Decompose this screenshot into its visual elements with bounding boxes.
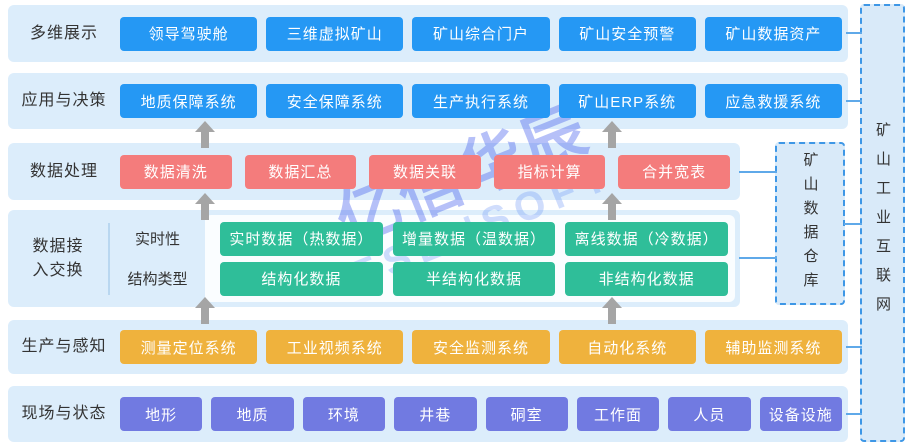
structure-group: 结构类型 结构化数据半结构化数据非结构化数据 bbox=[110, 261, 740, 296]
row-application-decision: 应用与决策 地质保障系统安全保障系统生产执行系统矿山ERP系统应急救援系统 bbox=[8, 73, 848, 129]
row-data-access-exchange: 数据接 入交换 实时性 实时数据（热数据） 增量数据（温数据） 离线数据（冷数据） … bbox=[8, 210, 740, 307]
system-button[interactable]: 合并宽表 bbox=[618, 154, 730, 189]
up-arrow-icon bbox=[602, 121, 622, 149]
group-label: 实时性 bbox=[134, 231, 180, 248]
system-button[interactable]: 矿山数据资产 bbox=[704, 16, 843, 51]
access-groups: 实时性 实时数据（热数据） 增量数据（温数据） 离线数据（冷数据） 结构类型 结构化… bbox=[110, 210, 740, 307]
row-data-processing: 数据处理 数据清洗数据汇总数据关联指标计算合并宽表 bbox=[8, 143, 740, 200]
realtime-group: 实时性 实时数据（热数据） 增量数据（温数据） 离线数据（冷数据） bbox=[110, 221, 740, 256]
system-button[interactable]: 三维虚拟矿山 bbox=[266, 16, 404, 51]
row-production-sensing: 生产与感知 测量定位系统工业视频系统安全监测系统自动化系统辅助监测系统 bbox=[8, 320, 848, 374]
up-arrow-icon bbox=[602, 297, 622, 325]
button-group: 测量定位系统工业视频系统安全监测系统自动化系统辅助监测系统 bbox=[120, 330, 843, 364]
system-button[interactable]: 增量数据（温数据） bbox=[392, 221, 556, 256]
system-button[interactable]: 数据汇总 bbox=[244, 154, 357, 189]
group-label: 结构类型 bbox=[127, 271, 188, 288]
up-arrow-icon bbox=[195, 121, 215, 149]
system-button[interactable]: 工作面 bbox=[576, 397, 660, 431]
connector-line bbox=[739, 257, 777, 259]
system-button[interactable]: 离线数据（冷数据） bbox=[565, 221, 729, 256]
row-label: 数据处理 bbox=[29, 162, 98, 180]
system-button[interactable]: 数据清洗 bbox=[120, 154, 232, 189]
mine-industrial-internet-box: 矿山工业互联网 bbox=[860, 4, 905, 442]
system-button[interactable]: 自动化系统 bbox=[558, 330, 696, 364]
connector-line bbox=[846, 32, 862, 34]
row-label-line: 入交换 bbox=[32, 261, 84, 279]
button-group: 实时数据（热数据） 增量数据（温数据） 离线数据（冷数据） bbox=[220, 221, 729, 256]
system-button[interactable]: 测量定位系统 bbox=[120, 330, 258, 364]
system-button[interactable]: 应急救援系统 bbox=[704, 84, 843, 118]
system-button[interactable]: 环境 bbox=[302, 397, 386, 431]
system-button[interactable]: 设备设施 bbox=[759, 397, 842, 431]
system-button[interactable]: 人员 bbox=[668, 397, 751, 431]
row-label: 多维展示 bbox=[29, 24, 98, 42]
row-label: 生产与感知 bbox=[21, 338, 107, 356]
connector-line bbox=[846, 346, 862, 348]
button-group: 地形地质环境井巷硐室工作面人员设备设施 bbox=[120, 397, 842, 431]
system-button[interactable]: 地形 bbox=[120, 397, 203, 431]
button-group: 领导驾驶舱三维虚拟矿山矿山综合门户矿山安全预警矿山数据资产 bbox=[120, 16, 843, 51]
up-arrow-icon bbox=[602, 193, 622, 221]
system-button[interactable]: 辅助监测系统 bbox=[704, 330, 843, 364]
system-button[interactable]: 工业视频系统 bbox=[266, 330, 404, 364]
system-button[interactable]: 矿山综合门户 bbox=[412, 16, 550, 51]
vertical-divider bbox=[108, 222, 110, 295]
system-button[interactable]: 矿山安全预警 bbox=[558, 16, 696, 51]
connector-line bbox=[846, 413, 862, 415]
row-label-line: 数据接 bbox=[32, 238, 84, 256]
system-button[interactable]: 井巷 bbox=[394, 397, 477, 431]
connector-line bbox=[846, 100, 862, 102]
system-button[interactable]: 地质 bbox=[211, 397, 294, 431]
system-button[interactable]: 硐室 bbox=[485, 397, 568, 431]
system-button[interactable]: 安全监测系统 bbox=[412, 330, 550, 364]
system-button[interactable]: 领导驾驶舱 bbox=[120, 16, 258, 51]
system-button[interactable]: 安全保障系统 bbox=[266, 84, 404, 118]
mine-industrial-internet-label: 矿山工业互联网 bbox=[874, 121, 891, 325]
button-group: 数据清洗数据汇总数据关联指标计算合并宽表 bbox=[120, 154, 730, 189]
row-label: 应用与决策 bbox=[21, 92, 107, 110]
mine-data-warehouse-label: 矿山数据仓库 bbox=[801, 151, 819, 296]
up-arrow-icon bbox=[195, 297, 215, 325]
row-site-status: 现场与状态 地形地质环境井巷硐室工作面人员设备设施 bbox=[8, 386, 848, 442]
up-arrow-icon bbox=[195, 193, 215, 221]
row-label: 现场与状态 bbox=[21, 405, 107, 423]
button-group: 结构化数据半结构化数据非结构化数据 bbox=[220, 261, 729, 296]
system-button[interactable]: 半结构化数据 bbox=[392, 261, 556, 296]
system-button[interactable]: 地质保障系统 bbox=[120, 84, 258, 118]
system-button[interactable]: 结构化数据 bbox=[220, 261, 383, 296]
system-button[interactable]: 非结构化数据 bbox=[565, 261, 729, 296]
row-label: 数据接 入交换 bbox=[8, 235, 108, 281]
system-button[interactable]: 实时数据（热数据） bbox=[220, 221, 383, 256]
button-group: 地质保障系统安全保障系统生产执行系统矿山ERP系统应急救援系统 bbox=[120, 84, 843, 118]
system-button[interactable]: 指标计算 bbox=[493, 154, 606, 189]
mine-data-warehouse-box: 矿山数据仓库 bbox=[775, 142, 845, 305]
connector-line bbox=[739, 171, 777, 173]
connector-line bbox=[844, 223, 862, 225]
system-button[interactable]: 矿山ERP系统 bbox=[558, 84, 696, 118]
system-button[interactable]: 数据关联 bbox=[369, 154, 481, 189]
system-button[interactable]: 生产执行系统 bbox=[412, 84, 550, 118]
row-multi-display: 多维展示 领导驾驶舱三维虚拟矿山矿山综合门户矿山安全预警矿山数据资产 bbox=[8, 5, 848, 62]
